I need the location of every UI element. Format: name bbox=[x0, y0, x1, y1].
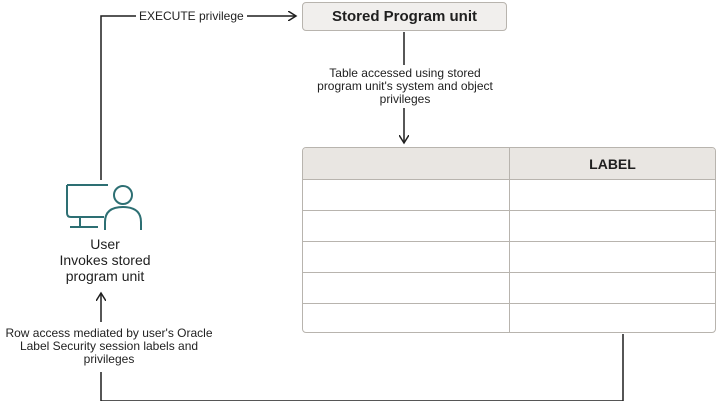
table-cell bbox=[303, 211, 510, 241]
table-cell bbox=[510, 211, 715, 241]
user-caption: User Invokes stored program unit bbox=[40, 236, 170, 284]
user-name: User bbox=[90, 236, 120, 252]
table-cell bbox=[510, 273, 715, 303]
table-cell bbox=[303, 242, 510, 272]
table-cell bbox=[510, 180, 715, 210]
execute-privilege-label: EXECUTE privilege bbox=[136, 9, 247, 23]
table-cell bbox=[303, 304, 510, 332]
stored-program-unit-label: Stored Program unit bbox=[331, 8, 477, 25]
table-cell bbox=[303, 273, 510, 303]
user-computer-icon bbox=[66, 184, 142, 230]
table-access-note: Table accessed using stored program unit… bbox=[317, 66, 493, 106]
table-row bbox=[303, 180, 715, 211]
row-access-note: Row access mediated by user's Oracle Lab… bbox=[5, 326, 213, 366]
table-header-cell bbox=[303, 148, 510, 179]
table-cell bbox=[303, 180, 510, 210]
table-header: LABEL bbox=[303, 148, 715, 180]
labeled-table: LABEL bbox=[302, 147, 716, 333]
table-row bbox=[303, 273, 715, 304]
table-cell bbox=[510, 304, 715, 332]
row-access-connector bbox=[100, 334, 624, 401]
stored-program-unit-box: Stored Program unit bbox=[302, 2, 507, 31]
table-cell bbox=[510, 242, 715, 272]
table-row bbox=[303, 242, 715, 273]
table-row bbox=[303, 211, 715, 242]
table-row bbox=[303, 304, 715, 332]
execute-connector bbox=[100, 16, 296, 180]
user-action: Invokes stored program unit bbox=[59, 252, 151, 284]
table-header-label: LABEL bbox=[589, 155, 636, 172]
